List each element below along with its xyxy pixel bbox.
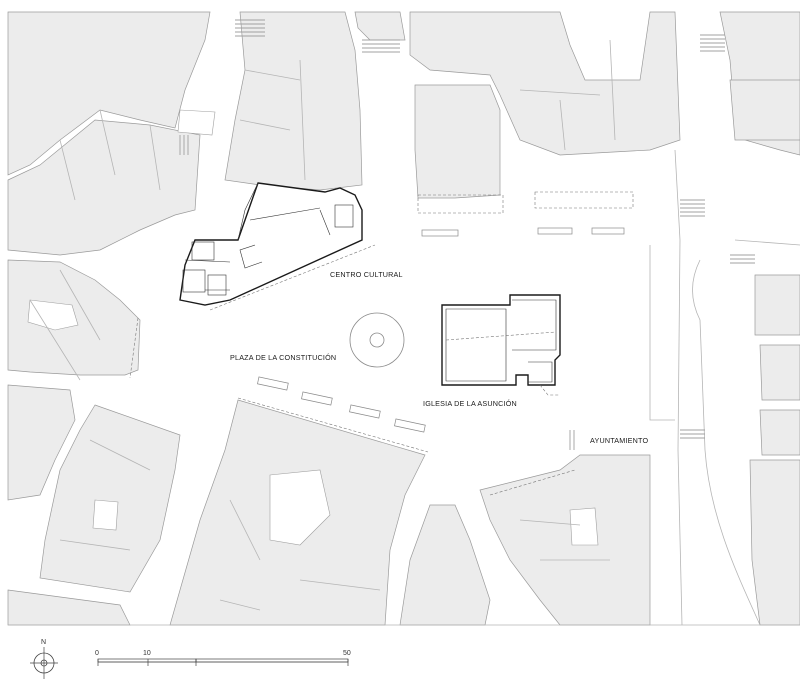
block-left-bottom-edge bbox=[7, 589, 131, 626]
street-edges bbox=[8, 149, 800, 626]
label-ayuntamiento: AYUNTAMIENTO bbox=[590, 436, 649, 445]
iglesia-plan bbox=[441, 294, 561, 396]
label-centro-cultural: CENTRO CULTURAL bbox=[330, 270, 403, 279]
block-left-bottom bbox=[39, 404, 181, 593]
plaza-benches bbox=[257, 191, 634, 433]
city-blocks bbox=[7, 11, 800, 626]
block-right-a bbox=[754, 274, 800, 336]
block-bottom-mid bbox=[399, 504, 491, 626]
centro-cultural-plan bbox=[179, 182, 363, 306]
block-top-mid bbox=[354, 11, 406, 41]
block-left-lower bbox=[7, 384, 76, 501]
block-top-u bbox=[409, 11, 681, 156]
block-right-bottom bbox=[749, 459, 800, 626]
courtyards bbox=[27, 109, 599, 546]
compass-north-icon: N bbox=[30, 639, 58, 679]
block-right-c bbox=[759, 409, 800, 456]
scale-tick-10: 10 bbox=[143, 650, 151, 657]
facade-dots bbox=[129, 244, 576, 496]
block-right-b bbox=[759, 344, 800, 401]
block-bottom-right bbox=[479, 454, 651, 626]
scale-tick-50: 50 bbox=[343, 650, 351, 657]
label-plaza: PLAZA DE LA CONSTITUCIÓN bbox=[230, 353, 336, 362]
label-iglesia: IGLESIA DE LA ASUNCIÓN bbox=[423, 399, 517, 408]
north-label: N bbox=[41, 639, 46, 646]
block-top-left bbox=[7, 11, 211, 176]
fountain bbox=[349, 312, 405, 368]
crosswalks bbox=[179, 19, 755, 450]
block-church-north bbox=[414, 84, 501, 199]
block-top-center bbox=[224, 11, 363, 191]
block-right-mid bbox=[729, 79, 800, 141]
scale-tick-0: 0 bbox=[95, 650, 99, 657]
block-top-left-2 bbox=[7, 119, 201, 256]
scale-bar: 0 10 50 bbox=[95, 650, 351, 666]
parcel-lines bbox=[29, 39, 616, 611]
